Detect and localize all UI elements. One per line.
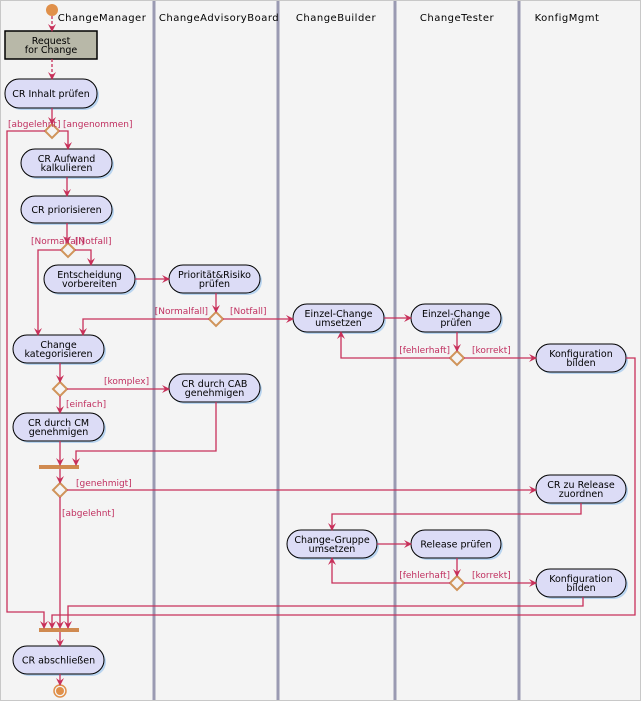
decision-node [51, 481, 69, 499]
guard-label: [angenommen] [63, 120, 132, 130]
control-flow-edge [72, 402, 217, 466]
action-label: umsetzen [315, 318, 362, 329]
decision-node [448, 349, 466, 367]
guard-label: [Normalfall] [155, 307, 208, 317]
guard-label: [Notfall] [230, 307, 266, 317]
action-label: Konfiguration [549, 574, 613, 585]
control-flow-edge [337, 331, 450, 359]
action-label: Konfiguration [549, 349, 613, 360]
action-label: zuordnen [559, 489, 603, 500]
final-node [56, 687, 64, 695]
action-label: CR abschließen [22, 656, 95, 667]
initial-node [46, 4, 58, 16]
decision-node [51, 380, 69, 398]
action-label: kalkulieren [41, 163, 93, 174]
action-n6 [12, 334, 105, 364]
action-label: umsetzen [309, 544, 356, 555]
control-flow-edge [79, 318, 209, 336]
lane-title-changemanager: ChangeManager [58, 13, 147, 24]
guard-label: [Notfall] [75, 237, 111, 247]
decision-node [59, 241, 77, 259]
control-flow-edge [34, 249, 61, 336]
action-label: bilden [566, 583, 595, 594]
action-label: Einzel-Change [422, 309, 490, 320]
action-label: CR priorisieren [31, 205, 101, 216]
control-flow-edge [328, 503, 582, 531]
decision-node [43, 122, 61, 140]
action-label: Release prüfen [420, 540, 491, 551]
action-label: Priorität&Risiko [178, 270, 251, 281]
control-flow-edge [59, 130, 72, 150]
action-label: genehmigen [185, 388, 245, 399]
action-label: prüfen [440, 318, 471, 329]
object-node-label: Request [32, 36, 71, 47]
decision-node [207, 310, 225, 328]
request-for-change-object [4, 30, 98, 60]
lane-title-changetester: ChangeTester [420, 13, 495, 24]
control-flow-edge [6, 130, 48, 629]
join-bar [39, 465, 79, 469]
control-flow-edge [328, 557, 450, 584]
lane-title-changebuilder: ChangeBuilder [296, 13, 377, 24]
lane-title-konfigmgmt: KonfigMgmt [535, 13, 600, 24]
object-node-label: for Change [25, 45, 78, 56]
guard-label: [komplex] [104, 377, 149, 387]
control-flow-edge [75, 249, 95, 266]
action-label: Change-Gruppe [294, 535, 369, 546]
control-flow-edge [64, 597, 584, 629]
action-label: genehmigen [29, 427, 89, 438]
action-label: CR Aufwand [38, 154, 96, 165]
action-label: vorbereiten [62, 279, 117, 290]
control-flow-edge [48, 357, 636, 629]
action-label: kategorisieren [24, 349, 92, 360]
guard-label: [abgelehnt] [62, 509, 114, 519]
action-label: CR durch CAB [182, 379, 248, 390]
action-label: CR durch CM [28, 418, 89, 429]
action-label: CR zu Release [547, 480, 615, 491]
action-label: Change [40, 340, 77, 351]
guard-label: [korrekt] [472, 346, 511, 356]
lane-title-changeadvisoryboard: ChangeAdvisoryBoard [159, 13, 279, 24]
action-label: bilden [566, 358, 595, 369]
guard-label: [fehlerhaft] [399, 346, 450, 356]
action-label: prüfen [199, 279, 230, 290]
guard-label: [fehlerhaft] [399, 571, 450, 581]
guard-label: [einfach] [66, 400, 106, 410]
action-label: CR Inhalt prüfen [12, 89, 89, 100]
join-bar [39, 628, 79, 632]
guard-label: [Normalfall] [31, 237, 84, 247]
action-label: Entscheidung [57, 270, 122, 281]
decision-node [448, 574, 466, 592]
guard-label: [genehmigt] [76, 479, 132, 489]
guard-label: [abgelehnt] [8, 120, 60, 130]
action-label: Einzel-Change [305, 309, 373, 320]
guard-label: [korrekt] [472, 571, 511, 581]
